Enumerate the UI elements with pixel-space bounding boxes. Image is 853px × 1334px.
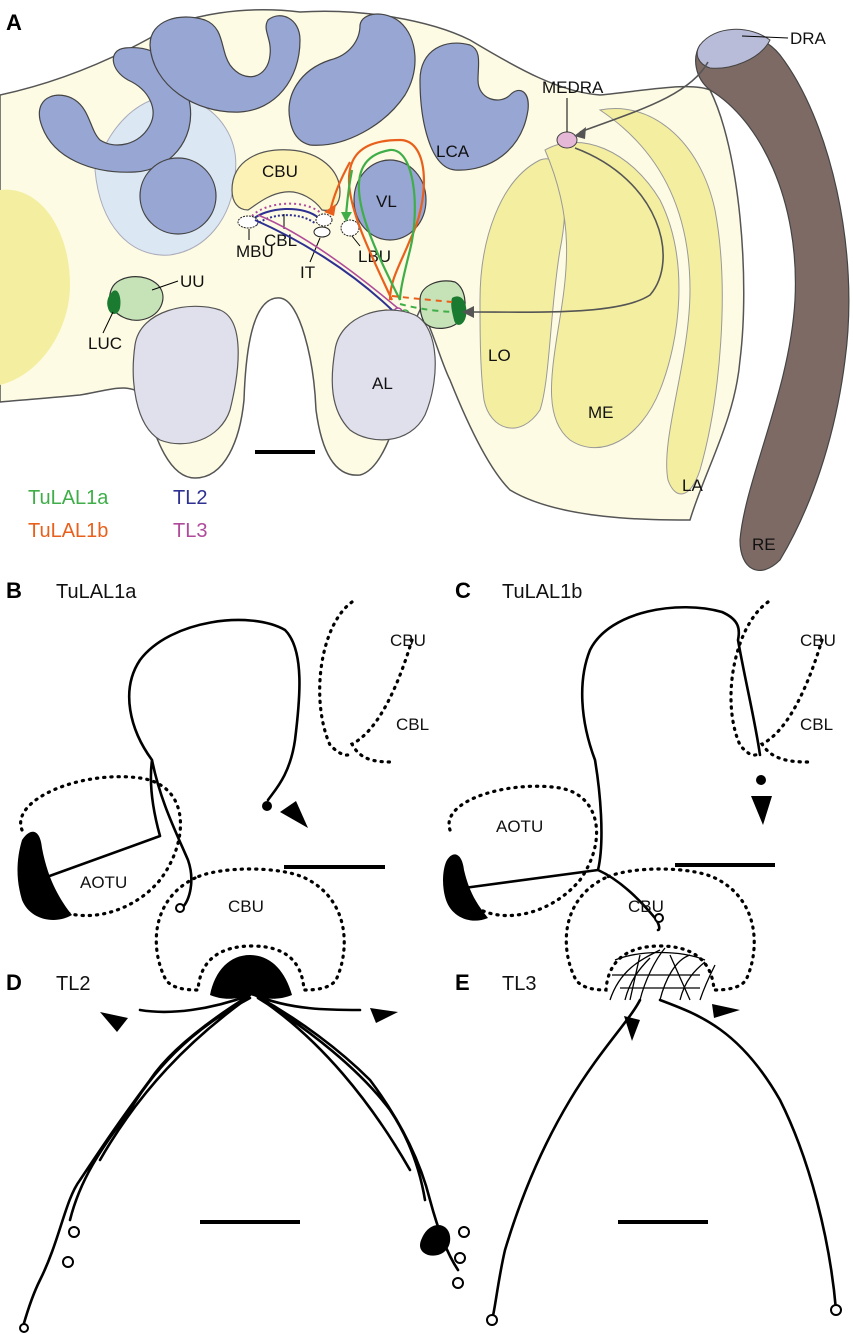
label-mbu: MBU xyxy=(236,242,274,261)
e-arrowhead-left xyxy=(624,1016,640,1041)
label-it: IT xyxy=(300,263,315,282)
panel-b: B TuLAL1a CBU CBL AOTU xyxy=(6,578,429,920)
legend-tulal1b: TuLAL1b xyxy=(28,520,108,542)
left-round-neuropil xyxy=(140,158,216,234)
label-uu: UU xyxy=(180,272,205,291)
panel-e-letter: E xyxy=(455,970,470,995)
legend-tl3: TL3 xyxy=(173,520,207,542)
d-soma-right-3 xyxy=(453,1278,463,1288)
legend-tulal1a: TuLAL1a xyxy=(28,487,109,509)
mbu-right xyxy=(316,214,332,226)
d-arrowhead-left xyxy=(100,1012,128,1032)
panel-c-letter: C xyxy=(455,578,471,603)
medra-region xyxy=(557,132,577,148)
it-blob xyxy=(314,227,330,237)
e-soma-left xyxy=(487,1315,497,1325)
mbu-left xyxy=(238,216,258,228)
e-arrowhead-right xyxy=(712,1004,740,1018)
e-label-cbu: CBU xyxy=(628,897,664,916)
panel-c: C TuLAL1b CBU CBL AOTU xyxy=(443,578,836,930)
panel-c-title: TuLAL1b xyxy=(502,581,582,603)
d-soma-left-2 xyxy=(63,1257,73,1267)
label-medra: MEDRA xyxy=(542,78,604,97)
lbu-blob xyxy=(341,220,359,236)
b-aotu-arbor xyxy=(18,832,73,920)
panel-d-letter: D xyxy=(6,970,22,995)
label-dra: DRA xyxy=(790,29,827,48)
label-al: AL xyxy=(372,374,393,393)
b-cbl-outline xyxy=(352,640,412,762)
b-neuron-trace xyxy=(44,620,299,908)
panel-a: A LCA VL CBU CBL xyxy=(0,10,849,571)
panel-b-letter: B xyxy=(6,578,22,603)
c-label-cbl: CBL xyxy=(800,715,833,734)
b-label-cbu: CBU xyxy=(390,631,426,650)
d-soma-left-3 xyxy=(20,1324,28,1332)
e-central-arbor xyxy=(610,948,715,1000)
b-cbu-outline xyxy=(320,602,352,755)
label-luc: LUC xyxy=(88,334,122,353)
c-terminal-blob xyxy=(756,775,766,785)
d-central-arbor xyxy=(210,955,292,999)
d-soma-left-1 xyxy=(69,1227,79,1237)
label-re: RE xyxy=(752,535,776,554)
label-me: ME xyxy=(588,403,614,422)
label-la: LA xyxy=(682,476,703,495)
panel-d: D TL2 CBU xyxy=(6,869,469,1332)
panel-a-letter: A xyxy=(6,10,22,35)
c-cbl-outline xyxy=(762,640,822,762)
d-label-cbu: CBU xyxy=(228,897,264,916)
label-lca: LCA xyxy=(436,142,470,161)
b-label-cbl: CBL xyxy=(396,715,429,734)
b-soma xyxy=(176,904,184,912)
c-label-cbu: CBU xyxy=(800,631,836,650)
d-soma-right-2 xyxy=(455,1253,465,1263)
label-lo: LO xyxy=(488,346,511,365)
c-label-aotu: AOTU xyxy=(496,817,543,836)
legend-tl2: TL2 xyxy=(173,487,207,509)
panel-b-title: TuLAL1a xyxy=(56,581,137,603)
c-neuron-trace xyxy=(464,607,760,930)
panel-d-title: TL2 xyxy=(56,973,90,995)
b-arrowhead xyxy=(280,801,308,828)
d-right-cluster xyxy=(420,1225,450,1256)
panel-e: E TL3 CBU xyxy=(455,869,841,1325)
d-soma-right-1 xyxy=(459,1227,469,1237)
c-arrowhead xyxy=(751,796,772,825)
panel-e-title: TL3 xyxy=(502,973,536,995)
e-neuron-trace xyxy=(492,1000,836,1320)
b-terminal-blob xyxy=(262,801,272,811)
d-neuron-left xyxy=(22,995,250,1330)
d-neuron-right xyxy=(255,995,458,1270)
label-vl: VL xyxy=(376,192,397,211)
al-left xyxy=(133,306,238,443)
e-soma-right xyxy=(831,1305,841,1315)
b-label-aotu: AOTU xyxy=(80,873,127,892)
label-cbu: CBU xyxy=(262,162,298,181)
d-arrowhead-right xyxy=(370,1008,398,1023)
